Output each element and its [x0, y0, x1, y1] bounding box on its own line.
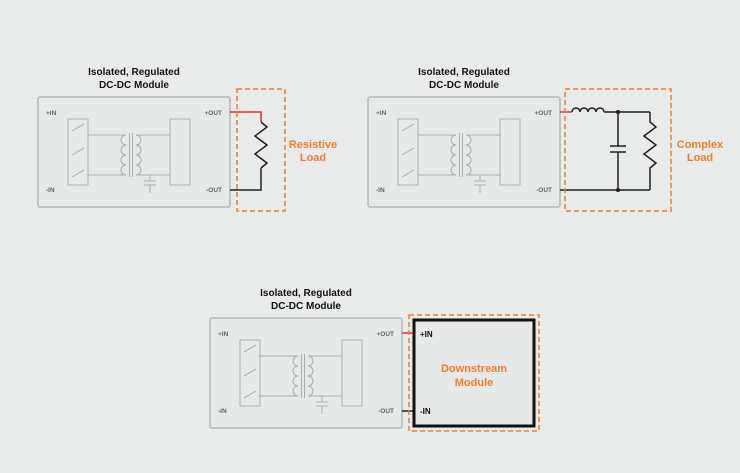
downstream-module-label-line2: Module: [455, 377, 494, 389]
pin-label-minus-out: -OUT: [378, 408, 394, 415]
inductor-symbol: [571, 107, 605, 113]
pin-label-plus-in: +IN: [376, 110, 387, 117]
junction-dot: [616, 188, 620, 192]
wire-negative: [230, 168, 262, 191]
module-title-line1: Isolated, Regulated: [260, 288, 352, 299]
complex-load-boundary: [564, 88, 672, 212]
downstream-pin-minus-in: -IN: [420, 407, 431, 416]
module-box: [209, 317, 403, 429]
junction-dot: [616, 110, 620, 114]
pin-label-plus-out: +OUT: [204, 110, 222, 117]
pin-label-minus-in: -IN: [46, 187, 55, 194]
resistor-symbol: [642, 112, 658, 190]
pin-label-plus-in: +IN: [218, 331, 229, 338]
pin-label-minus-out: -OUT: [536, 187, 552, 194]
complex-load-diagram: Isolated, Regulated DC-DC Module +IN -IN…: [367, 67, 724, 212]
pin-label-plus-out: +OUT: [376, 331, 394, 338]
resistive-load-boundary: [236, 88, 286, 212]
module-title-line1: Isolated, Regulated: [88, 67, 180, 78]
pin-label-minus-out: -OUT: [206, 187, 222, 194]
resistive-load-label-line2: Load: [300, 152, 326, 164]
pin-label-minus-in: -IN: [218, 408, 227, 415]
downstream-module-diagram: Isolated, Regulated DC-DC Module +IN -IN…: [209, 288, 540, 432]
capacitor-symbol: [610, 112, 626, 190]
module-title-line1: Isolated, Regulated: [418, 67, 510, 78]
module-box: [367, 96, 561, 208]
dcdc-module: Isolated, Regulated DC-DC Module +IN -IN…: [37, 67, 231, 208]
resistive-load-diagram: Isolated, Regulated DC-DC Module +IN -IN…: [37, 67, 337, 212]
dcdc-module: Isolated, Regulated DC-DC Module +IN -IN…: [209, 288, 403, 429]
complex-load-label-line1: Complex: [677, 139, 724, 151]
downstream-pin-plus-in: +IN: [420, 330, 433, 339]
pin-label-plus-in: +IN: [46, 110, 57, 117]
resistor-symbol: [253, 121, 269, 169]
module-title-line2: DC-DC Module: [99, 80, 169, 91]
dcdc-module: Isolated, Regulated DC-DC Module +IN -IN…: [367, 67, 561, 208]
downstream-module-boundary: [408, 314, 540, 432]
downstream-module-label-line1: Downstream: [441, 363, 507, 375]
resistive-load-label-line1: Resistive: [289, 139, 337, 151]
complex-load-label-line2: Load: [687, 152, 713, 164]
module-title-line2: DC-DC Module: [429, 80, 499, 91]
pin-label-plus-out: +OUT: [534, 110, 552, 117]
pin-label-minus-in: -IN: [376, 187, 385, 194]
downstream-module-box: [412, 318, 536, 428]
module-box: [37, 96, 231, 208]
wire-positive: [230, 111, 262, 122]
module-title-line2: DC-DC Module: [271, 301, 341, 312]
